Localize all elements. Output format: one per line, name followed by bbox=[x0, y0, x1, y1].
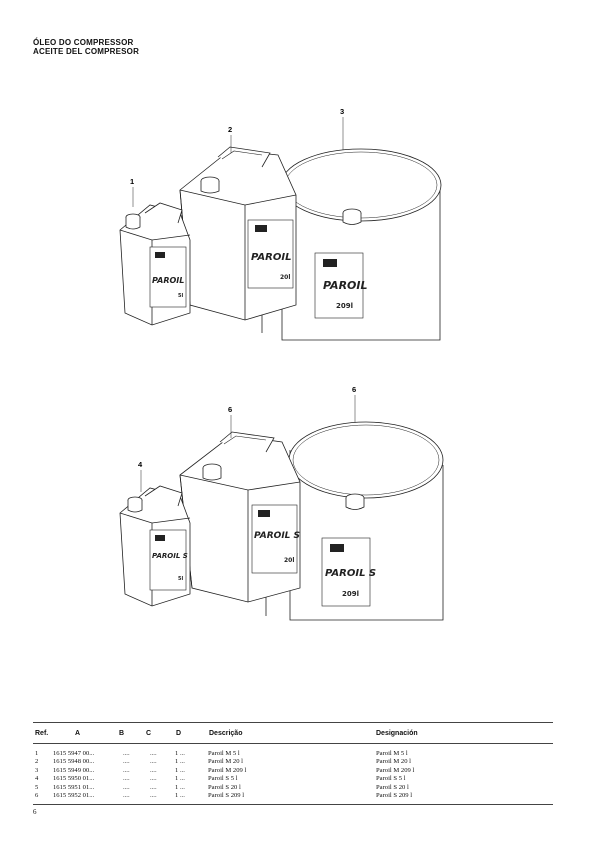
callout-1: 1 bbox=[130, 177, 134, 186]
parts-table: Ref. A B C D Descrição Designación 1 1615… bbox=[33, 722, 553, 800]
can-20l-volume: 20l bbox=[280, 274, 290, 281]
cell-a: 1615 5951 01... bbox=[53, 783, 95, 791]
cell-desig: Paroil S 5 l bbox=[376, 775, 406, 783]
can-5l: PAROIL 5l bbox=[119, 202, 191, 326]
can-5l-brand: PAROIL S bbox=[152, 552, 188, 560]
cell-desc: Paroil M 20 l bbox=[208, 758, 243, 766]
cell-c: .... bbox=[150, 783, 157, 791]
table-row: 3 1615 5949 00........... 1 ... Paroil M 20… bbox=[33, 767, 553, 775]
cell-ref: 2 bbox=[35, 758, 39, 766]
illustration-paroil-s: PAROIL S 209l PAROIL S 20l bbox=[0, 380, 595, 630]
cell-ref: 4 bbox=[35, 775, 39, 783]
cell-b: .... bbox=[123, 783, 130, 791]
can-20l-brand: PAROIL S bbox=[254, 531, 300, 541]
illustration-paroil-m: PAROIL 209l PAROIL 20l bbox=[0, 95, 595, 345]
cell-a: 1615 5947 00... bbox=[53, 750, 95, 757]
title-spanish: ACEITE DEL COMPRESOR bbox=[33, 47, 140, 56]
drum-volume: 209l bbox=[336, 302, 353, 310]
cell-desig: Paroil M 20 l bbox=[376, 758, 411, 766]
table-row: 4 1615 5950 01........... 1 ... Paroil S 5 … bbox=[33, 775, 553, 783]
header-descricao: Descrição bbox=[209, 730, 243, 737]
cell-a: 1615 5948 00... bbox=[53, 758, 95, 766]
cell-desig: Paroil M 209 l bbox=[376, 766, 415, 774]
can-5l: PAROIL S 5l bbox=[119, 485, 191, 607]
drum-brand: PAROIL S bbox=[325, 568, 376, 579]
header-d: D bbox=[176, 730, 182, 737]
cell-d: 1 ... bbox=[175, 750, 185, 757]
cell-desc: Paroil M 5 l bbox=[208, 750, 240, 757]
cell-desc: Paroil S 20 l bbox=[208, 783, 241, 791]
can-5l-volume: 5l bbox=[178, 293, 183, 299]
cell-desc: Paroil M 209 l bbox=[208, 766, 247, 774]
cell-b: .... bbox=[123, 791, 130, 799]
table-header-rule bbox=[33, 743, 553, 744]
header-designacion: Designación bbox=[376, 730, 418, 737]
page-title: ÓLEO DO COMPRESSOR ACEITE DEL COMPRESOR bbox=[33, 38, 139, 56]
cell-a: 1615 5950 01... bbox=[53, 775, 95, 783]
header-c: C bbox=[146, 730, 152, 737]
callout-4: 4 bbox=[138, 460, 143, 469]
cell-d: 1 ... bbox=[175, 783, 185, 791]
cell-desc: Paroil S 5 l bbox=[208, 775, 238, 783]
cell-c: .... bbox=[150, 775, 157, 783]
can-5l-brand: PAROIL bbox=[152, 276, 184, 285]
table-row: 1 1615 5947 00........... 1 ... Paroil M 5 … bbox=[33, 750, 553, 758]
table-row: 5 1615 5951 01........... 1 ... Paroil S 20… bbox=[33, 784, 553, 792]
cell-desig: Paroil M 5 l bbox=[376, 750, 408, 757]
can-20l-brand: PAROIL bbox=[251, 252, 291, 263]
cell-a: 1615 5949 00... bbox=[53, 766, 95, 774]
cell-c: .... bbox=[150, 791, 157, 799]
cell-c: .... bbox=[150, 758, 157, 766]
can-20l: PAROIL 20l bbox=[179, 146, 297, 321]
cell-desig: Paroil S 20 l bbox=[376, 783, 409, 791]
cell-b: .... bbox=[123, 750, 130, 757]
title-portuguese: ÓLEO DO COMPRESSOR bbox=[33, 38, 134, 47]
cell-a: 1615 5952 01... bbox=[53, 791, 95, 799]
cell-b: .... bbox=[123, 766, 130, 774]
cell-ref: 1 bbox=[35, 750, 39, 757]
cell-d: 1 ... bbox=[175, 766, 185, 774]
cell-ref: 3 bbox=[35, 766, 39, 774]
cell-c: .... bbox=[150, 750, 157, 757]
cell-d: 1 ... bbox=[175, 775, 185, 783]
cell-ref: 6 bbox=[35, 791, 39, 799]
cell-b: .... bbox=[123, 775, 130, 783]
cell-desig: Paroil S 209 l bbox=[376, 791, 413, 799]
table-row: 6 1615 5952 01........... 1 ... Paroil S 20… bbox=[33, 792, 553, 800]
cell-d: 1 ... bbox=[175, 758, 185, 766]
can-20l: PAROIL S 20l bbox=[179, 431, 301, 603]
page-number: 6 bbox=[33, 808, 37, 816]
header-b: B bbox=[119, 730, 125, 737]
callout-6-drum: 6 bbox=[352, 385, 356, 394]
table-bottom-rule bbox=[33, 804, 553, 805]
cell-c: .... bbox=[150, 766, 157, 774]
callout-2: 2 bbox=[228, 125, 232, 134]
drum-brand: PAROIL bbox=[323, 279, 368, 292]
cell-ref: 5 bbox=[35, 783, 39, 791]
cell-b: .... bbox=[123, 758, 130, 766]
can-5l-volume: 5l bbox=[178, 576, 183, 582]
header-a: A bbox=[75, 730, 81, 737]
drum-volume: 209l bbox=[342, 590, 359, 598]
table-body: 1 1615 5947 00........... 1 ... Paroil M 5 … bbox=[33, 744, 553, 800]
table-header: Ref. A B C D Descrição Designación bbox=[33, 723, 553, 743]
header-ref: Ref. bbox=[35, 730, 49, 737]
table-row: 2 1615 5948 00........... 1 ... Paroil M 20… bbox=[33, 758, 553, 766]
drum-209l: PAROIL 209l bbox=[261, 148, 442, 341]
cell-d: 1 ... bbox=[175, 791, 185, 799]
can-20l-volume: 20l bbox=[284, 557, 294, 564]
table-top-rule bbox=[33, 722, 553, 723]
callout-6-can: 6 bbox=[228, 405, 232, 414]
drum-209l: PAROIL S 209l bbox=[265, 421, 444, 621]
cell-desc: Paroil S 209 l bbox=[208, 791, 245, 799]
callout-3: 3 bbox=[340, 107, 344, 116]
